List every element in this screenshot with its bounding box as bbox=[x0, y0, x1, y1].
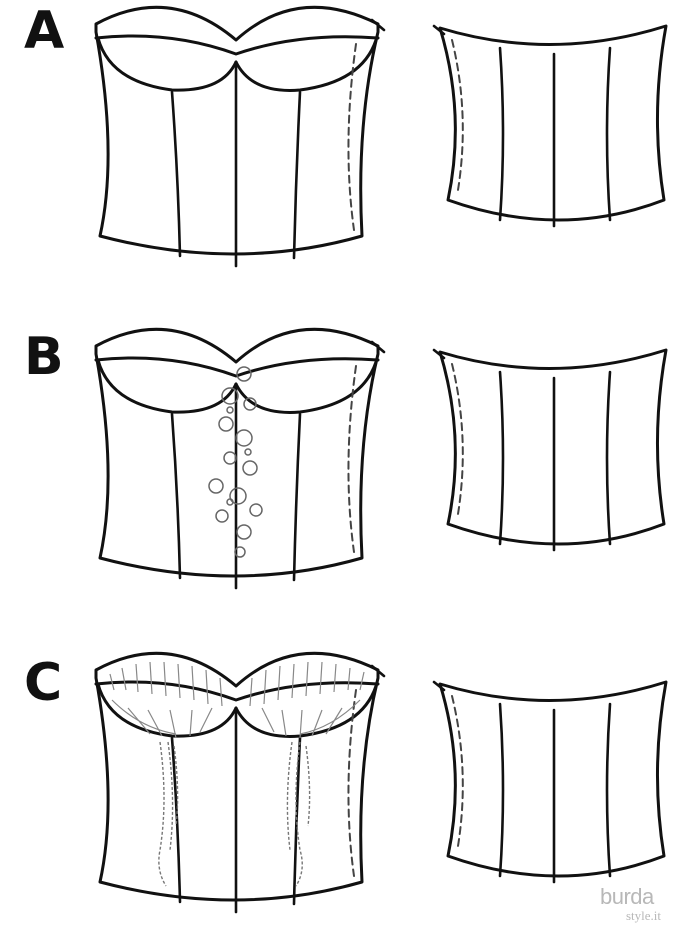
watermark-brand: burda bbox=[600, 884, 655, 909]
floral-applique bbox=[208, 366, 263, 558]
burda-watermark: burda style.it bbox=[600, 884, 661, 923]
variant-a-front-view bbox=[94, 5, 386, 268]
variant-a-row: A bbox=[24, 1, 668, 268]
variant-c-label: C bbox=[24, 653, 62, 713]
variant-b-row: B bbox=[24, 327, 668, 590]
gathered-cups bbox=[109, 661, 365, 739]
variant-a-back-view bbox=[432, 24, 668, 228]
watermark-sub: style.it bbox=[626, 908, 661, 923]
variant-a-label: A bbox=[24, 1, 64, 61]
variant-c-row: C bbox=[24, 651, 668, 914]
ruched-seams bbox=[158, 741, 311, 887]
variant-c-front-view bbox=[94, 651, 386, 914]
variant-c-back-view bbox=[432, 680, 668, 884]
variant-b-label: B bbox=[24, 327, 64, 387]
variant-b-back-view bbox=[432, 348, 668, 552]
variant-b-front-view bbox=[94, 327, 386, 590]
